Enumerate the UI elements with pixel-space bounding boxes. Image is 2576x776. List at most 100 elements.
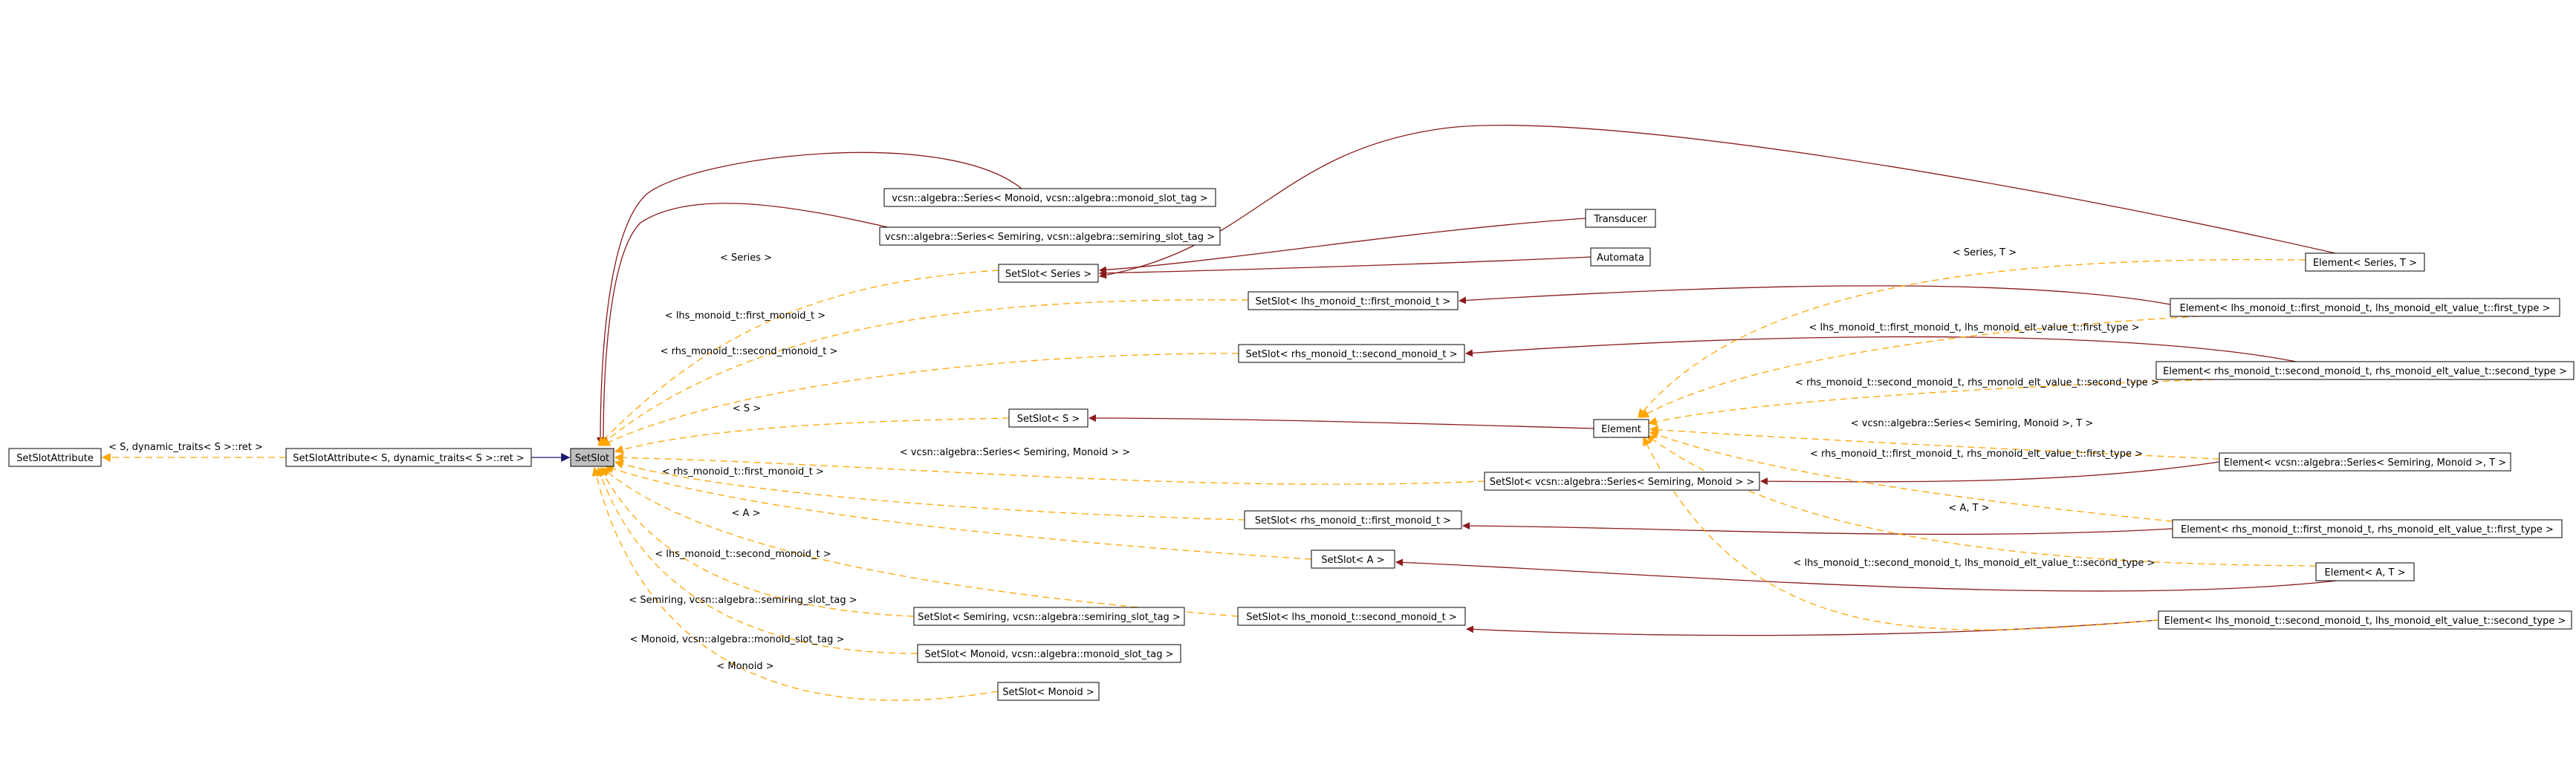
edge-e-element-rhs-first (1462, 522, 2173, 535)
class-node-box (1248, 291, 1459, 310)
class-node-element-lhs-second[interactable]: Element< lhs_monoid_t::second_monoid_t, … (2158, 610, 2572, 630)
class-node-box (997, 682, 1100, 701)
class-node-label: SetSlot< lhs_monoid_t::first_monoid_t > (1256, 296, 1451, 307)
edge-label-t-s: < S > (733, 403, 761, 414)
class-node-label: SetSlot< rhs_monoid_t::second_monoid_t > (1245, 349, 1457, 360)
edge-label-t-elem-rhs-first: < rhs_monoid_t::first_monoid_t, rhs_mono… (1810, 449, 2143, 460)
edge-t-elem-lhs-second (1643, 436, 2159, 630)
edge-label-t-monoid: < Monoid > (716, 661, 773, 672)
edge-t-elem-series-t (1638, 258, 2306, 418)
edge-e-series-monoid-tag (597, 151, 1022, 445)
class-node-setslot-monoid-tag[interactable]: SetSlot< Monoid, vcsn::algebra::monoid_s… (917, 644, 1181, 663)
class-node-box (8, 448, 102, 467)
class-node-element-lhs-first[interactable]: Element< lhs_monoid_t::first_monoid_t, l… (2170, 298, 2560, 317)
class-node-box (1237, 607, 1466, 626)
class-node-element-vcsn-series-t[interactable]: Element< vcsn::algebra::Series< Semiring… (2219, 452, 2511, 472)
class-node-setslot-a[interactable]: SetSlot< A > (1311, 550, 1395, 569)
class-node-element-rhs-first[interactable]: Element< rhs_monoid_t::first_monoid_t, r… (2172, 519, 2563, 538)
edge-t-elem-lhs-first (1639, 316, 2200, 418)
edge-label-t-elem-lhs-second: < lhs_monoid_t::second_monoid_t, lhs_mon… (1794, 558, 2155, 569)
class-node-label: Element< lhs_monoid_t::first_monoid_t, l… (2180, 303, 2551, 314)
class-node-transducer[interactable]: Transducer (1585, 209, 1656, 228)
class-node-element-a-t[interactable]: Element< A, T > (2315, 562, 2415, 581)
edge-labels-layer: < S, dynamic_traits< S >::ret >< Series … (108, 247, 2159, 672)
edge-e-automata (1099, 256, 1592, 277)
edge-t-rhs-second (600, 353, 1239, 446)
edge-label-t-semiring-tag: < Semiring, vcsn::algebra::semiring_slot… (629, 595, 857, 606)
class-node-label: Element< rhs_monoid_t::second_monoid_t, … (2163, 366, 2567, 377)
class-node-box (1484, 472, 1760, 491)
edge-label-t-series: < Series > (720, 252, 772, 264)
class-node-setslot-semiring-tag[interactable]: SetSlot< Semiring, vcsn::algebra::semiri… (913, 607, 1185, 626)
edge-e-series-semiring-tag (600, 203, 889, 445)
edge-label-t-vcsn-series: < vcsn::algebra::Series< Semiring, Monoi… (900, 447, 1130, 458)
class-node-box (285, 448, 532, 467)
class-node-element[interactable]: Element (1593, 419, 1649, 438)
edge-label-t-elem-lhs-first: < lhs_monoid_t::first_monoid_t, lhs_mono… (1809, 322, 2140, 333)
edge-t-rhs-first (614, 460, 1245, 521)
class-node-setslot-series[interactable]: SetSlot< Series > (998, 264, 1099, 283)
class-node-setslot-rhs-second[interactable]: SetSlot< rhs_monoid_t::second_monoid_t > (1238, 344, 1465, 363)
class-node-box (2315, 562, 2415, 581)
class-node-box (1238, 344, 1465, 363)
edges-layer (101, 125, 2337, 701)
edge-label-t-elem-vcsn-series: < vcsn::algebra::Series< Semiring, Monoi… (1851, 418, 2094, 429)
class-node-label: Element< A, T > (2325, 567, 2406, 578)
class-node-label: Element (1601, 424, 1641, 435)
class-node-setslot-monoid[interactable]: SetSlot< Monoid > (997, 682, 1100, 701)
edge-t-lhs-first (600, 299, 1249, 446)
class-node-box (998, 264, 1099, 283)
class-node-box (1311, 550, 1395, 569)
class-node-label: SetSlot< rhs_monoid_t::first_monoid_t > (1255, 515, 1451, 526)
edge-t-monoid (591, 466, 999, 701)
class-node-element-rhs-second[interactable]: Element< rhs_monoid_t::second_monoid_t, … (2155, 361, 2575, 380)
edge-t-semiring-tag (600, 466, 915, 617)
class-node-label: SetSlot< Monoid, vcsn::algebra::monoid_s… (925, 649, 1174, 660)
class-node-automata[interactable]: Automata (1590, 247, 1651, 267)
class-node-label: Transducer (1593, 214, 1647, 225)
class-node-box (879, 226, 1221, 246)
edge-label-t-elem-a-t: < A, T > (1948, 503, 1989, 514)
class-node-setslotattribute-s[interactable]: SetSlotAttribute< S, dynamic_traits< S >… (285, 448, 532, 467)
class-node-label: SetSlot< lhs_monoid_t::second_monoid_t > (1246, 612, 1457, 623)
class-node-label: SetSlot< vcsn::algebra::Series< Semiring… (1490, 477, 1755, 488)
edge-t-elem-vcsn-series (1649, 425, 2220, 460)
class-node-setslot-rhs-first[interactable]: SetSlot< rhs_monoid_t::first_monoid_t > (1244, 510, 1462, 529)
class-node-label: vcsn::algebra::Series< Monoid, vcsn::alg… (892, 193, 1207, 204)
class-node-label: vcsn::algebra::Series< Semiring, vcsn::a… (885, 232, 1215, 243)
class-node-setslot-lhs-first[interactable]: SetSlot< lhs_monoid_t::first_monoid_t > (1248, 291, 1459, 310)
nodes-layer: SetSlotAttribute SetSlotAttribute< S, dyn… (8, 188, 2575, 701)
class-node-setslotattribute[interactable]: SetSlotAttribute (8, 448, 102, 467)
class-node-box (917, 644, 1181, 663)
class-node-setslot[interactable]: SetSlot (570, 448, 614, 467)
class-node-box (1008, 408, 1089, 428)
class-node-label: Element< Series, T > (2313, 258, 2417, 269)
class-node-box (1593, 419, 1649, 438)
class-node-box (883, 188, 1216, 207)
class-node-box (2158, 610, 2572, 630)
class-node-label: Automata (1597, 252, 1644, 264)
edge-e-element-a-t (1395, 558, 2337, 592)
class-node-setslot-s[interactable]: SetSlot< S > (1008, 408, 1089, 428)
edge-e-element-s (1089, 414, 1594, 429)
class-node-setslot-vcsn-series[interactable]: SetSlot< vcsn::algebra::Series< Semiring… (1484, 472, 1760, 491)
class-node-element-series-t[interactable]: Element< Series, T > (2305, 252, 2425, 272)
edge-label-t-rhs-first: < rhs_monoid_t::first_monoid_t > (662, 466, 824, 477)
edge-t-a (604, 464, 1312, 560)
edge-label-t-a: < A > (732, 508, 761, 519)
class-node-setslot-lhs-second[interactable]: SetSlot< lhs_monoid_t::second_monoid_t > (1237, 607, 1466, 626)
class-node-box (1590, 247, 1651, 267)
class-node-series-monoid-tag[interactable]: vcsn::algebra::Series< Monoid, vcsn::alg… (883, 188, 1216, 207)
edge-t-monoid-tag (596, 466, 918, 654)
class-node-box (2155, 361, 2575, 380)
class-node-box (1244, 510, 1462, 529)
edge-e-transducer (1099, 218, 1586, 274)
class-node-label: Element< vcsn::algebra::Series< Semiring… (2224, 457, 2506, 469)
edge-e-element-lhs-second (1466, 619, 2159, 636)
class-node-series-semiring-tag[interactable]: vcsn::algebra::Series< Semiring, vcsn::a… (879, 226, 1221, 246)
class-node-label: Element< rhs_monoid_t::first_monoid_t, r… (2181, 524, 2554, 535)
class-node-label: SetSlot (575, 453, 609, 464)
class-node-box (1585, 209, 1656, 228)
edge-label-t-elem-series-t: < Series, T > (1953, 247, 2017, 258)
